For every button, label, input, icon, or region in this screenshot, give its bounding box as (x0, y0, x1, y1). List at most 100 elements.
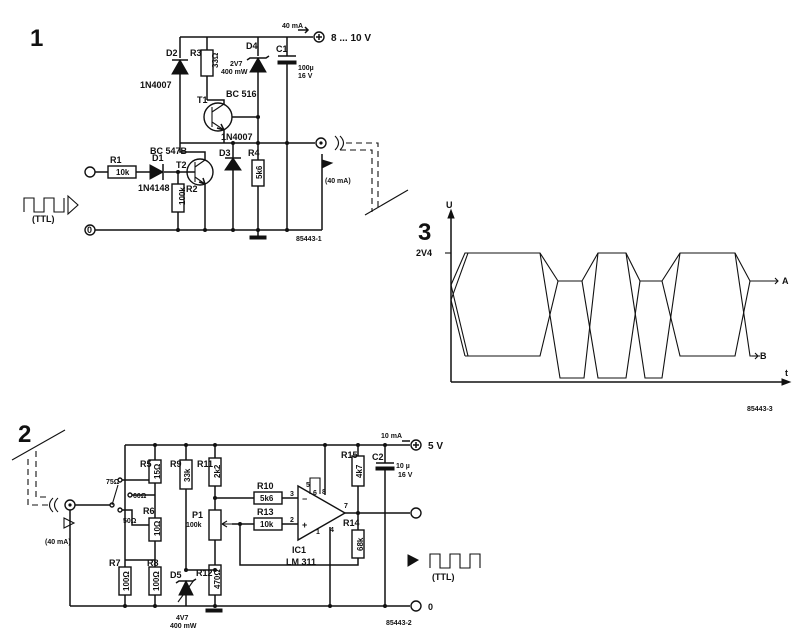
c1-r4-resistor (251, 159, 265, 187)
c1-r2-value: 100k (178, 187, 187, 205)
g3-trace-b (450, 252, 760, 379)
c1-d4-zener (249, 56, 267, 73)
c2-r8-label: R8 (147, 558, 159, 568)
c2-selector-50-label: 50Ω (123, 518, 137, 525)
c2-r10-value: 5k6 (260, 494, 274, 503)
c1-r1-label: R1 (110, 155, 122, 165)
c1-supply-voltage: 8 ... 10 V (331, 33, 371, 44)
c1-d4-label: D4 (246, 41, 258, 51)
c1-d3-type: 1N4007 (221, 132, 253, 142)
c2-r12-resistor (208, 564, 222, 596)
c2-p1-value: 100k (186, 522, 202, 529)
c2-r10-resistor (253, 491, 283, 505)
c2-r7-label: R7 (109, 558, 121, 568)
c1-chassis (249, 235, 267, 240)
c2-p1-label: P1 (192, 510, 203, 520)
c2-r7-resistor (118, 566, 132, 596)
c2-r15-value: 4k7 (355, 464, 364, 478)
c2-d5-power: 400 mW (170, 623, 197, 630)
c1-ttl-pulse-icon (23, 197, 65, 213)
c1-input-terminal[interactable] (84, 166, 96, 178)
c1-output-arrow (321, 159, 334, 169)
c1-t1-transistor (203, 102, 233, 132)
circuit-2: 5 V 10 mA 0 85443-2 (40 mA) 75Ω 60Ω 50Ω … (11, 429, 481, 630)
c2-r12-value: 470Ω (213, 569, 222, 589)
c2-selector-75-label: 75Ω (106, 479, 120, 486)
g3-trace-a-low (450, 280, 751, 379)
c2-r5-label: R5 (140, 459, 152, 469)
g3-trace-a-arrow (770, 277, 779, 285)
c1-d1-diode (149, 164, 165, 180)
c1-t1-label: T1 (197, 95, 208, 105)
c2-coax-plug (48, 497, 59, 513)
c2-r7-value: 100Ω (122, 571, 131, 591)
c2-output-terminal[interactable] (410, 507, 422, 519)
c2-ic1-pin5: 5 (306, 482, 310, 489)
c2-supply-voltage: 5 V (428, 441, 443, 452)
c2-ttl-arrow-icon (407, 554, 420, 567)
graph-3: U t 2V4 A B 85443-3 (416, 200, 792, 413)
c2-ic1-type: LM 311 (286, 557, 316, 567)
g3-trace-a-high (450, 252, 770, 286)
c1-d1-type: 1N4148 (138, 183, 170, 193)
c1-ttl-arrow-icon (67, 194, 79, 216)
c2-c2-voltage: 16 V (398, 472, 413, 479)
c1-coax-plug (334, 135, 345, 151)
c2-r13-value: 10k (260, 520, 274, 529)
c2-r9-resistor (179, 459, 193, 490)
c2-coax-cable (27, 450, 48, 506)
c2-r11-resistor (208, 457, 222, 487)
c2-r5-resistor (148, 459, 162, 484)
c2-c2-label: C2 (372, 452, 384, 462)
c1-r3-label: R3 (190, 48, 202, 58)
c2-ic1-pin8: 8 (322, 489, 326, 496)
c2-r6-label: R6 (143, 506, 155, 516)
c2-selector-60-label: 60Ω (133, 493, 147, 500)
figure-number-1: 1 (30, 25, 43, 52)
c2-ic1-label: IC1 (292, 545, 306, 555)
c2-c2-plate-bottom (375, 466, 395, 471)
c1-output-current: (40 mA) (325, 178, 351, 185)
figure-number-2: 2 (18, 421, 31, 448)
c2-ic1-comparator (297, 484, 347, 542)
c2-r13-label: R13 (257, 507, 274, 517)
c1-d4-power: 400 mW (221, 69, 248, 76)
c2-r10-label: R10 (257, 481, 274, 491)
c1-coax-cable (346, 142, 379, 208)
c2-ic1-pin4: 4 (330, 527, 334, 534)
c2-p1-potentiometer[interactable] (208, 509, 222, 541)
c1-t2-label: T2 (176, 160, 187, 170)
circuit-1: 8 ... 10 V 40 mA D2 1N4007 33Ω R3 D4 2V7… (23, 23, 409, 243)
c1-r1-value: 10k (116, 168, 130, 177)
c1-ground-label: 0 (87, 225, 92, 235)
c2-d5-voltage: 4V7 (176, 615, 189, 622)
c1-cable-end (364, 189, 409, 216)
c2-code: 85443-2 (386, 620, 412, 627)
g3-x-label: t (785, 368, 788, 378)
g3-y-label: U (446, 200, 453, 210)
c2-d5-label: D5 (170, 570, 182, 580)
c1-r3-value: 33Ω (211, 52, 220, 68)
c2-input-current: (40 mA) (45, 539, 71, 546)
c2-selector-50[interactable] (117, 507, 123, 513)
c2-selector-60[interactable] (127, 492, 133, 498)
c2-r6-resistor (148, 517, 162, 542)
c2-ground-label: 0 (428, 602, 433, 612)
c1-d1-label: D1 (152, 153, 164, 163)
svg-text:+: + (302, 520, 307, 530)
c1-ttl-label: (TTL) (32, 214, 55, 224)
c2-r5-value: 15Ω (153, 463, 162, 479)
g3-level-label: 2V4 (416, 248, 432, 258)
c1-supply-current: 40 mA (282, 23, 303, 30)
c2-r8-value: 100Ω (152, 571, 161, 591)
c2-ttl-label: (TTL) (432, 572, 455, 582)
c2-r14-value: 68k (356, 537, 365, 551)
c1-current-arrow (298, 26, 310, 34)
c2-r11-label: R11 (197, 459, 213, 469)
c2-ic1-pin3: 3 (290, 491, 294, 498)
c2-ic1-pin2: 2 (290, 517, 294, 524)
c2-ic1-pin6: 6 (313, 490, 317, 497)
c2-ground-terminal[interactable] (410, 600, 422, 612)
c1-t1-type: BC 516 (226, 89, 257, 99)
c2-r15-resistor (351, 455, 365, 487)
